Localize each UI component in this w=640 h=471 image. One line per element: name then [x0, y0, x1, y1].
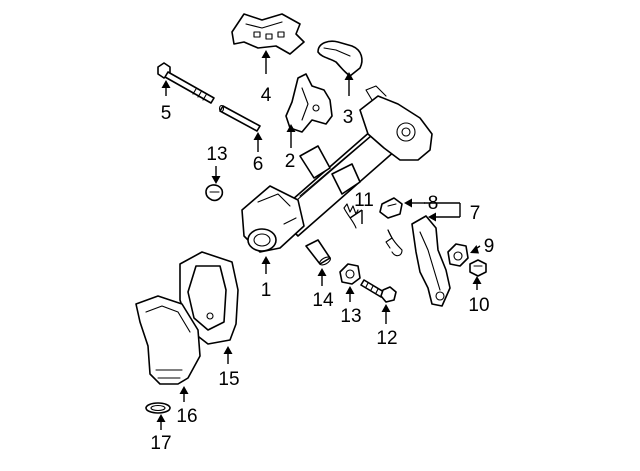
callout-3: 3 [343, 107, 354, 128]
callout-17: 17 [150, 433, 171, 454]
callout-12: 12 [376, 328, 397, 349]
part-1-steering-column [241, 85, 433, 253]
part-7-lever [411, 215, 451, 307]
part-4-bracket [231, 13, 305, 55]
part-3-clamp [317, 40, 363, 77]
part-2-bracket [285, 73, 333, 133]
part-10-nut [469, 259, 487, 277]
callout-9: 9 [484, 236, 495, 257]
part-9-nut [447, 243, 469, 267]
callout-5: 5 [161, 103, 172, 124]
part-8-block [379, 197, 403, 219]
callout-2: 2 [285, 151, 296, 172]
part-16-boot [135, 295, 201, 385]
part-6-pin [218, 104, 261, 132]
callout-4: 4 [261, 85, 272, 106]
callout-labels: 4 3 2 5 6 13 1 11 8 7 9 10 14 13 12 15 1… [150, 85, 494, 454]
callout-1: 1 [261, 280, 272, 301]
part-13-clip-upper [205, 184, 224, 202]
part-14-pin [305, 239, 331, 266]
part-11-spring [343, 203, 403, 257]
part-12-bolt [360, 279, 397, 303]
callout-15: 15 [218, 369, 239, 390]
callout-6: 6 [253, 154, 264, 175]
callout-11: 11 [354, 190, 374, 211]
callout-14: 14 [312, 290, 334, 311]
callout-8: 8 [428, 193, 439, 214]
callout-16: 16 [176, 406, 197, 427]
leader-arrows [156, 50, 482, 430]
callout-13-upper: 13 [206, 144, 227, 165]
callout-7: 7 [470, 203, 481, 224]
part-5-bolt [157, 62, 215, 104]
callout-10: 10 [468, 295, 489, 316]
part-13-bushing-lower [339, 263, 361, 285]
part-17-ring [145, 402, 171, 414]
callout-13-lower: 13 [340, 306, 361, 327]
